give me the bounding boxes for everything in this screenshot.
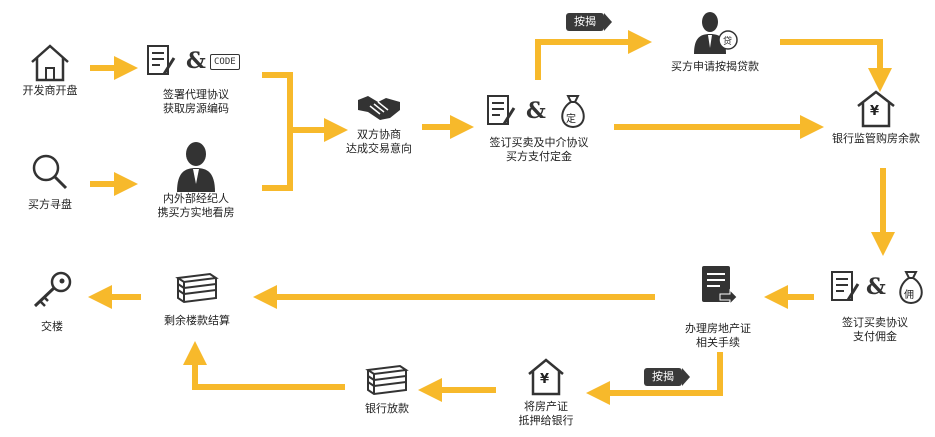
node-sign-contract: & 佣 签订买卖协议 支付佣金 — [816, 264, 934, 358]
code-icon: CODE — [210, 54, 240, 70]
deposit-char: 定 — [566, 114, 576, 125]
developer-label: 开发商开盘 — [22, 84, 78, 97]
money-bag-icon — [561, 95, 585, 129]
cash-stack-icon — [175, 272, 219, 304]
node-settle: 剩余楼款结算 — [140, 270, 254, 328]
bank-supervise-label: 银行监管购房余款 — [832, 132, 920, 145]
mortgage-line1: 将房产证 — [524, 400, 568, 413]
document-pen-icon — [831, 271, 860, 301]
sign-contract-line2: 支付佣金 — [853, 330, 897, 343]
ampersand: & — [186, 48, 206, 74]
ampersand: & — [526, 98, 546, 124]
house-icon — [31, 44, 69, 82]
negotiate-line2: 达成交易意向 — [346, 142, 412, 155]
node-property-cert: 办理房地产证 相关手续 — [660, 264, 776, 350]
magnifier-icon — [32, 154, 68, 190]
node-loan-apply: 贷 买方申请按揭贷款 — [650, 10, 780, 74]
buyer-search-label: 买方寻盘 — [28, 198, 72, 211]
agents-line2: 携买方实地看房 — [157, 206, 235, 219]
node-agents: 内外部经纪人 携买方实地看房 — [136, 140, 256, 220]
node-bank-loan: 银行放款 — [345, 362, 429, 416]
sign-contract-line1: 签订买卖协议 — [842, 316, 908, 329]
arrow-merge-to-negotiate — [262, 72, 293, 191]
mortgage-tag-top: 按揭 — [566, 13, 612, 31]
loan-char: 贷 — [723, 37, 733, 47]
yen-symbol: ¥ — [540, 372, 550, 387]
arrow-cert-to-mortgage — [586, 352, 723, 405]
sign-agency-line1: 签署代理协议 — [163, 88, 229, 101]
agents-line1: 内外部经纪人 — [163, 192, 229, 205]
mortgage-tag-bottom: 按揭 — [644, 368, 690, 386]
house-yen-icon — [528, 358, 564, 396]
node-bank-supervise: ¥ 银行监管购房余款 — [818, 88, 934, 146]
ampersand: & — [866, 274, 886, 300]
node-developer: 开发商开盘 — [10, 42, 90, 98]
document-pen-icon — [147, 45, 176, 75]
arrow-sign-to-loan — [535, 30, 652, 80]
handover-label: 交楼 — [41, 320, 63, 333]
property-cert-line2: 相关手续 — [696, 336, 740, 349]
node-sign-sale: & 定 签订买卖及中介协议 买方支付定金 — [464, 92, 614, 172]
handshake-icon — [358, 96, 400, 120]
arrow-loan-to-bank — [780, 39, 892, 92]
node-sign-agency: & CODE 签署代理协议 获取房源编码 — [130, 40, 262, 122]
loan-person-icon — [694, 12, 738, 54]
money-bag-icon — [899, 271, 923, 305]
cash-stack-icon — [365, 364, 409, 396]
key-icon — [33, 271, 72, 308]
document-pen-icon — [487, 95, 516, 125]
agent-person-icon — [177, 142, 215, 192]
bank-loan-label: 银行放款 — [365, 402, 409, 415]
yen-symbol: ¥ — [870, 104, 880, 119]
sign-sale-line1: 签订买卖及中介协议 — [489, 136, 589, 149]
commission-char: 佣 — [904, 290, 914, 301]
certificate-icon — [702, 266, 738, 306]
node-mortgage: ¥ 将房产证 抵押给银行 — [498, 356, 594, 428]
mortgage-line2: 抵押给银行 — [518, 414, 574, 427]
sign-agency-line2: 获取房源编码 — [163, 102, 229, 115]
property-cert-line1: 办理房地产证 — [685, 322, 751, 335]
node-handover: 交楼 — [14, 268, 90, 334]
negotiate-line1: 双方协商 — [357, 128, 401, 141]
arrow-loan-to-settle — [183, 341, 345, 390]
node-negotiate: 双方协商 达成交易意向 — [336, 92, 422, 156]
house-yen-icon — [857, 90, 895, 128]
loan-apply-label: 买方申请按揭贷款 — [671, 60, 759, 73]
node-buyer-search: 买方寻盘 — [10, 150, 90, 212]
sign-sale-line2: 买方支付定金 — [506, 150, 572, 163]
settle-label: 剩余楼款结算 — [164, 314, 230, 327]
